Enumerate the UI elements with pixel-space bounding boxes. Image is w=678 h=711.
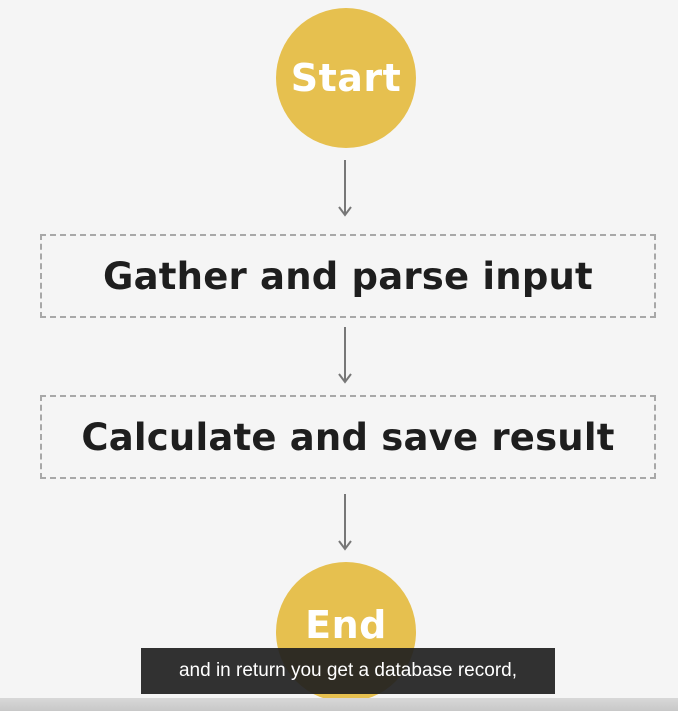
end-label: End <box>305 603 387 647</box>
arrow-down-icon <box>338 494 352 551</box>
arrow-down-icon <box>338 327 352 384</box>
process-step-gather-label: Gather and parse input <box>103 254 593 298</box>
start-node: Start <box>276 8 416 148</box>
arrow-down-icon <box>338 160 352 217</box>
process-step-calculate-label: Calculate and save result <box>81 415 615 459</box>
caption-text: and in return you get a database record, <box>178 660 517 681</box>
process-step-calculate: Calculate and save result <box>40 395 656 479</box>
start-label: Start <box>290 56 402 100</box>
video-caption: and in return you get a database record, <box>141 648 555 694</box>
process-step-gather: Gather and parse input <box>40 234 656 318</box>
player-bottom-bar <box>0 698 678 711</box>
